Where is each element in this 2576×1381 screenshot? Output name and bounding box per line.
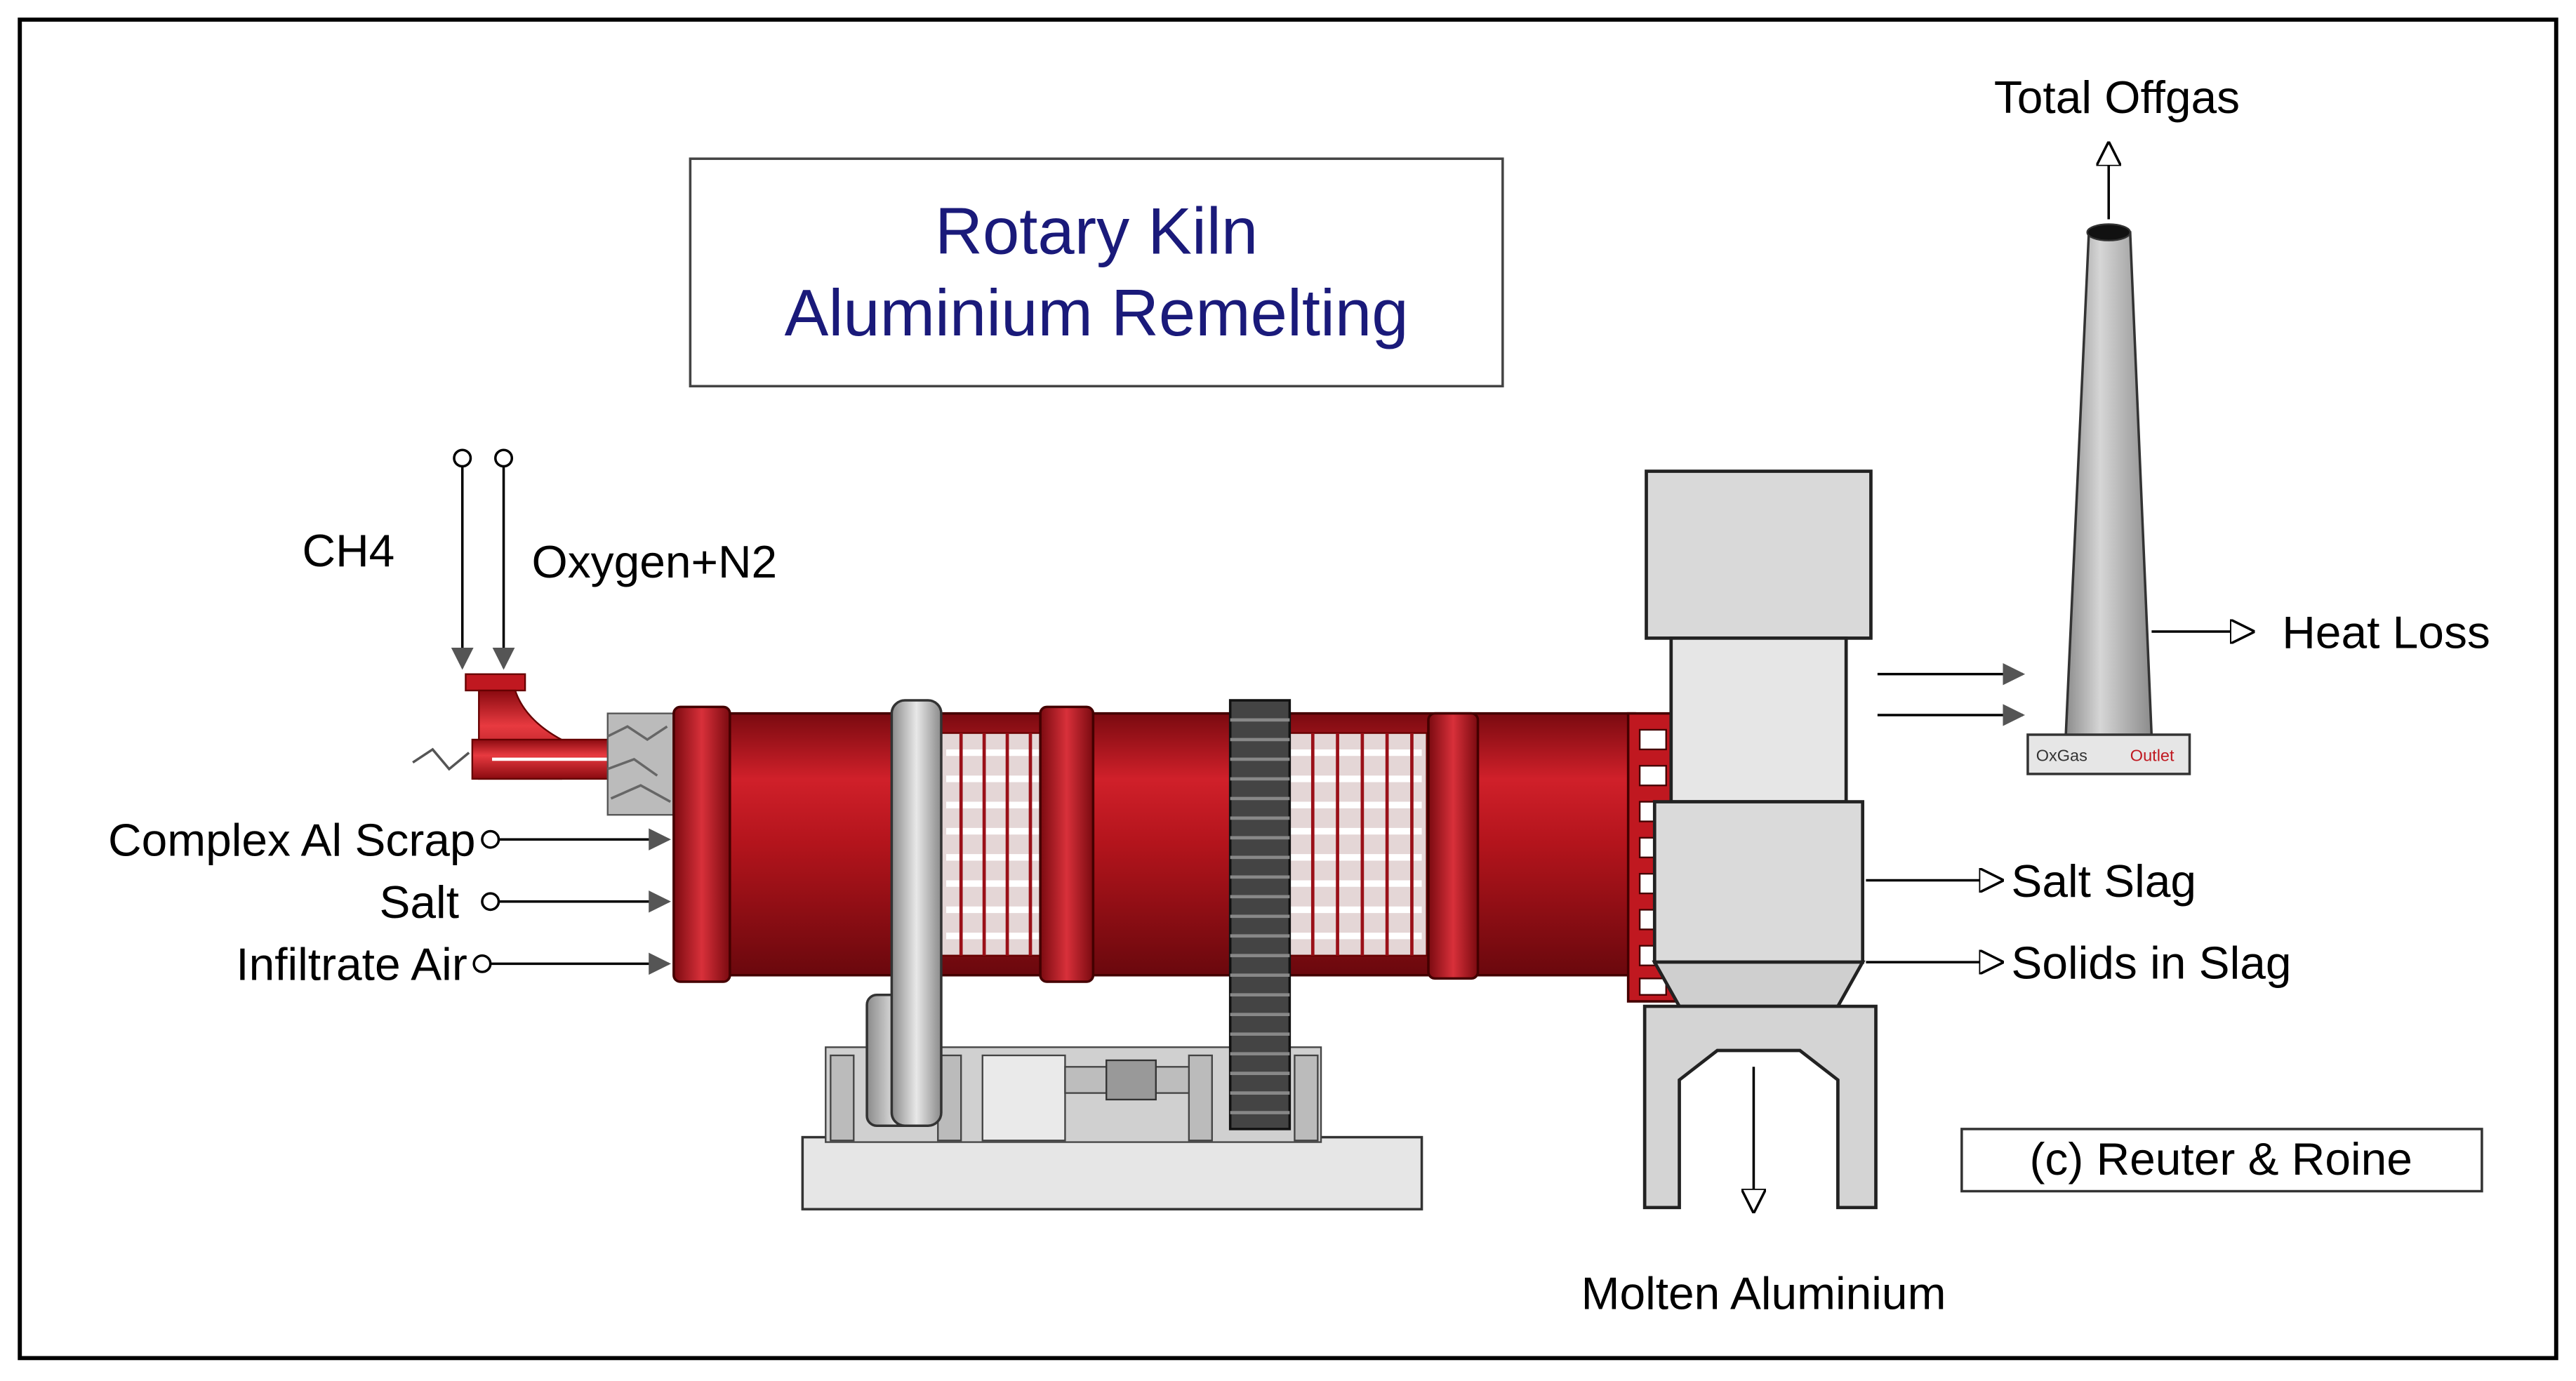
kiln-drum xyxy=(672,699,1679,1130)
heat-loss-label: Heat Loss xyxy=(2282,607,2490,658)
ch4-label: CH4 xyxy=(303,525,395,576)
offgas-flow-arrows xyxy=(1877,662,2026,726)
chimney-plate-right: Outlet xyxy=(2130,746,2175,764)
title-box: Rotary Kiln Aluminium Remelting xyxy=(689,157,1504,388)
feed-inputs xyxy=(472,828,671,975)
scrap-label: Complex Al Scrap xyxy=(108,815,476,866)
copyright-text: (c) Reuter & Roine xyxy=(2029,1133,2412,1185)
salt-input-label: Salt xyxy=(379,876,459,928)
air-label: Infiltrate Air xyxy=(236,939,467,990)
title-line-2: Aluminium Remelting xyxy=(785,276,1409,349)
chimney-plate-left: OxGas xyxy=(2036,746,2087,764)
offgas-label: Total Offgas xyxy=(1994,72,2240,123)
molten-label: Molten Aluminium xyxy=(1581,1268,1946,1319)
burner-pipe xyxy=(412,673,675,816)
slag-outputs xyxy=(1753,880,2001,1210)
salt-slag-label: Salt Slag xyxy=(2011,855,2196,907)
title-line-1: Rotary Kiln xyxy=(935,194,1258,268)
copyright-box: (c) Reuter & Roine xyxy=(1960,1128,2483,1193)
burner-feed-lines xyxy=(451,448,515,670)
outlet-housing xyxy=(1642,469,1878,1210)
oxygen-label: Oxygen+N2 xyxy=(532,536,778,587)
diagram-border xyxy=(18,18,2558,1361)
solids-label: Solids in Slag xyxy=(2011,938,2291,989)
chimney: OxGas Outlet xyxy=(2026,144,2252,775)
